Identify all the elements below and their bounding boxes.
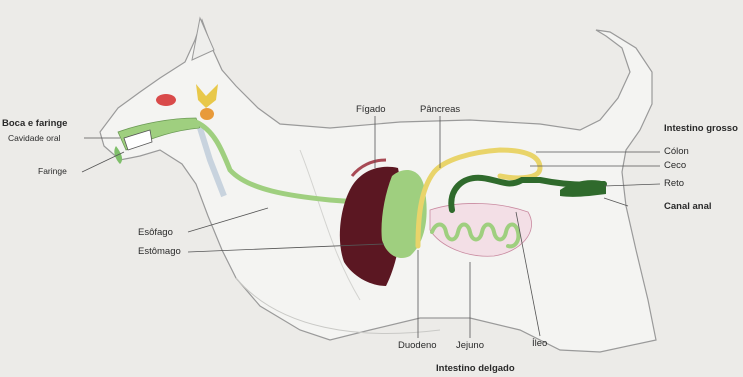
label-ceco: Ceco [664,160,686,171]
label-duodeno: Duodeno [398,340,437,351]
label-faringe: Faringe [38,166,67,176]
label-estomago: Estômago [138,246,181,257]
label-cavidade-oral: Cavidade oral [8,133,60,143]
label-esofago: Esôfago [138,227,173,238]
label-pancreas: Pâncreas [420,104,460,115]
label-canal-anal: Canal anal [664,201,712,212]
label-intestino-delgado: Intestino delgado [436,363,515,374]
cheek-gland [156,94,176,106]
salivary-gland-orange [200,108,214,120]
label-reto: Reto [664,178,684,189]
label-colon: Cólon [664,146,689,157]
label-boca-faringe: Boca e faringe [2,118,67,129]
label-ileo: Íleo [532,338,547,349]
label-jejuno: Jejuno [456,340,484,351]
label-figado: Fígado [356,104,386,115]
label-intestino-grosso: Intestino grosso [664,123,738,134]
